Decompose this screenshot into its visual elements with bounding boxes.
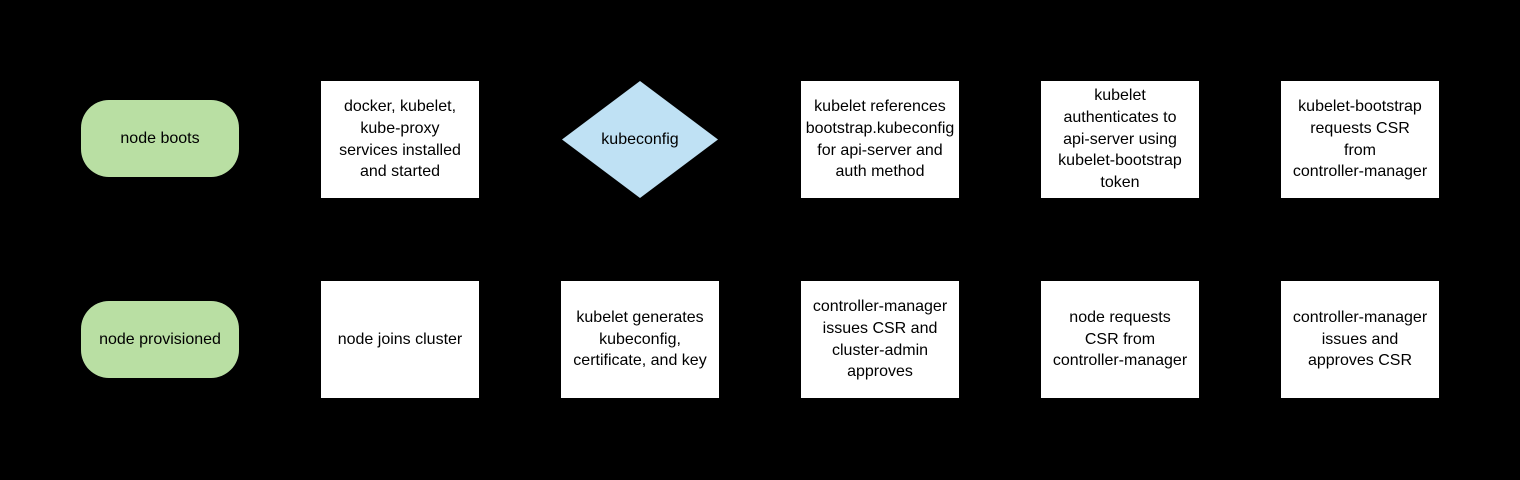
process-kubelet-authenticates: kubelet authenticates to api-server usin… [1041, 81, 1199, 198]
process-services-installed-label: docker, kubelet, kube-proxy services ins… [339, 98, 461, 181]
process-node-joins-cluster: node joins cluster [321, 281, 479, 398]
process-kubelet-generates-kubeconfig-label: kubelet generates kubeconfig, certificat… [573, 308, 707, 370]
decision-kubeconfig-label: kubeconfig [601, 130, 679, 148]
terminator-node-boots: node boots [81, 100, 239, 177]
process-node-joins-cluster-label: node joins cluster [337, 330, 463, 348]
process-kubelet-generates-kubeconfig: kubelet generates kubeconfig, certificat… [561, 281, 719, 398]
process-kubelet-references-bootstrap-kubeconfig-label: kubelet references bootstrap.kubeconfig … [805, 98, 955, 181]
terminator-node-provisioned-label: node provisioned [99, 330, 221, 348]
process-kubelet-bootstrap-requests-csr: kubelet-bootstrap requests CSR from cont… [1281, 81, 1439, 198]
process-node-requests-csr-label: node requests CSR from controller-manage… [1052, 308, 1188, 370]
process-controller-manager-issues-approves-csr: controller-manager issues and approves C… [1281, 281, 1439, 398]
process-node-requests-csr: node requests CSR from controller-manage… [1041, 281, 1199, 398]
terminator-node-provisioned: node provisioned [81, 301, 239, 378]
process-kubelet-bootstrap-requests-csr-label: kubelet-bootstrap requests CSR from cont… [1292, 98, 1428, 181]
decision-kubeconfig: kubeconfig [562, 81, 718, 198]
process-controller-manager-issues-csr-cluster-admin-approves-label: controller-manager issues CSR and cluste… [812, 298, 948, 381]
process-kubelet-authenticates-label: kubelet authenticates to api-server usin… [1058, 87, 1182, 192]
terminator-node-boots-label: node boots [120, 129, 200, 147]
process-controller-manager-issues-approves-csr-label: controller-manager issues and approves C… [1292, 308, 1428, 370]
process-services-installed: docker, kubelet, kube-proxy services ins… [321, 81, 479, 198]
process-kubelet-references-bootstrap-kubeconfig: kubelet references bootstrap.kubeconfig … [801, 81, 959, 198]
process-controller-manager-issues-csr-cluster-admin-approves: controller-manager issues CSR and cluste… [801, 281, 959, 398]
